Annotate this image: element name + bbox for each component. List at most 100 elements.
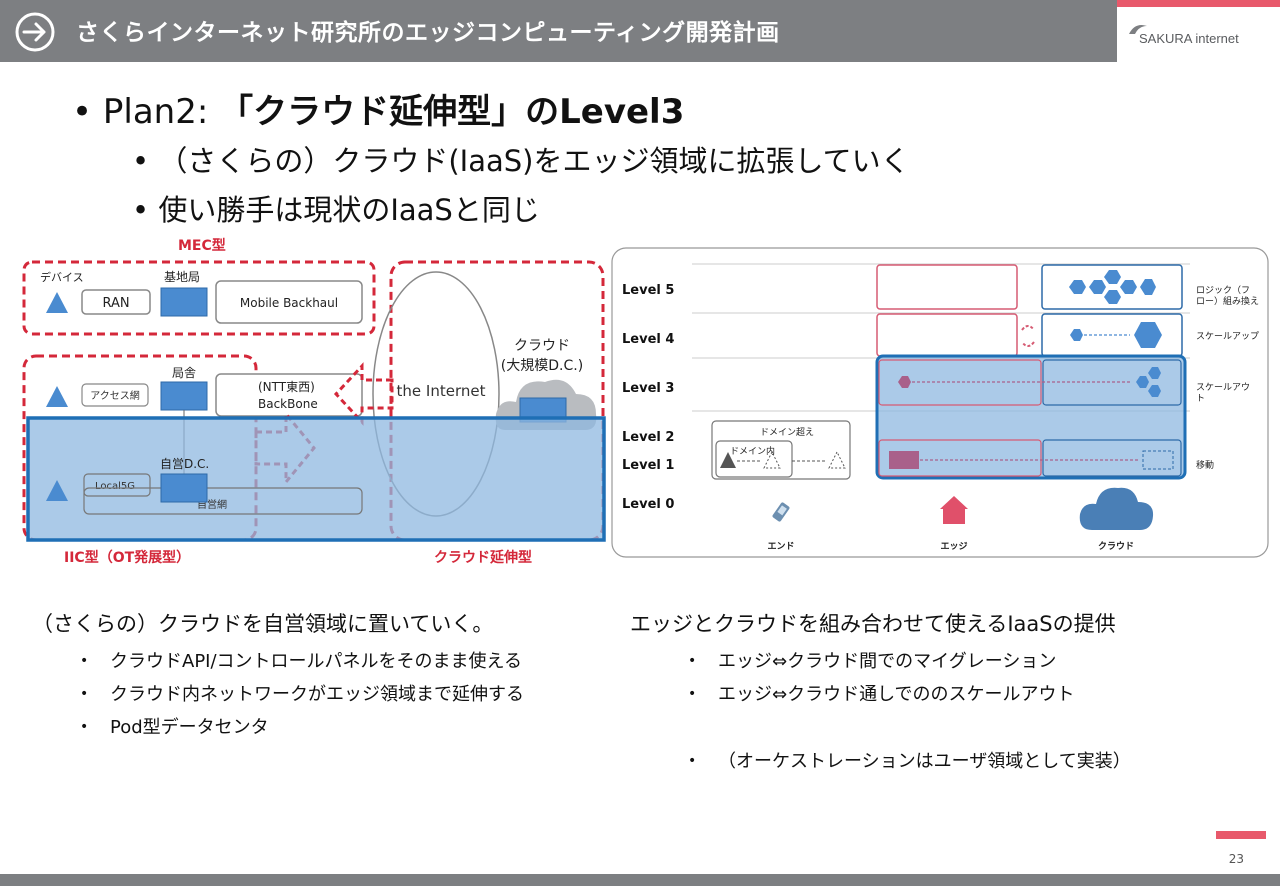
level-4-label: Level 4 bbox=[622, 332, 674, 347]
right-label-scaleout-2: ト bbox=[1196, 394, 1205, 404]
headline-bullet-2: • 使い勝手は現状のIaaSと同じ bbox=[132, 193, 540, 227]
headline-bullet-text: （さくらの）クラウド(IaaS)をエッジ領域に拡張していく bbox=[158, 144, 910, 178]
level5-edge-box bbox=[876, 264, 1018, 310]
access-triangle-icon bbox=[46, 386, 68, 407]
left-text-item-label: Pod型データセンタ bbox=[110, 717, 269, 738]
domain-source-triangle-icon bbox=[720, 452, 736, 468]
headline-prefix: Plan2: bbox=[102, 92, 220, 132]
device-label: デバイス bbox=[40, 270, 84, 284]
left-text-item-label: クラウドAPI/コントロールパネルをそのまま使える bbox=[110, 651, 522, 672]
scaleout-edge-node-icon bbox=[898, 376, 911, 388]
level1-cloud-box bbox=[1042, 439, 1182, 477]
device-triangle-icon bbox=[46, 292, 68, 313]
level5-cloud-box bbox=[1041, 264, 1183, 310]
level1-edge-box bbox=[878, 439, 1042, 477]
scaleup-small-node-icon bbox=[1070, 329, 1083, 341]
mec-label: MEC型 bbox=[178, 237, 226, 254]
migration-source-icon bbox=[889, 451, 919, 469]
bottom-label-edge: エッジ bbox=[940, 541, 967, 552]
base-station-label: 基地局 bbox=[164, 270, 200, 284]
left-text-item: •クラウドAPI/コントロールパネルをそのまま使える bbox=[80, 651, 522, 672]
iic-label: IIC型（OT発展型） bbox=[64, 549, 190, 566]
end-device-icon bbox=[772, 502, 790, 522]
own-dc-icon bbox=[160, 473, 208, 503]
right-label-logic-2: ロー）組み換え bbox=[1196, 295, 1259, 307]
right-text-item: •（オーケストレーションはユーザ領域として実装） bbox=[688, 751, 1131, 772]
level-highlight-overlay bbox=[875, 354, 1187, 480]
cloud-icon bbox=[1079, 487, 1154, 530]
right-label-migration: 移動 bbox=[1196, 459, 1214, 471]
level-0-label: Level 0 bbox=[622, 497, 674, 512]
level4-edge-box bbox=[876, 313, 1018, 357]
right-text-heading: エッジとクラウドを組み合わせて使えるIaaSの提供 bbox=[630, 612, 1116, 636]
level-1-label: Level 1 bbox=[622, 458, 674, 473]
sakura-mark-icon bbox=[1129, 25, 1147, 34]
logic-flow-icon bbox=[1069, 270, 1156, 304]
refresh-arrows-icon bbox=[1021, 325, 1035, 347]
domain-cross-target-icon bbox=[828, 450, 846, 469]
access-net-box bbox=[81, 383, 149, 407]
internet-label: the Internet bbox=[397, 382, 486, 400]
cloud-dc-label: (大規模D.C.) bbox=[501, 358, 583, 374]
headline: • Plan2: 「クラウド延伸型」のLevel3 bbox=[72, 92, 685, 132]
own-dc-label: 自営D.C. bbox=[160, 457, 209, 471]
scaleup-large-node-icon bbox=[1134, 322, 1162, 348]
ran-box bbox=[81, 289, 151, 315]
local-triangle-icon bbox=[46, 480, 68, 501]
ran-label: RAN bbox=[102, 296, 129, 311]
page-title: さくらインターネット研究所のエッジコンピューティング開発計画 bbox=[76, 20, 780, 46]
level-5-label: Level 5 bbox=[622, 283, 674, 298]
edge-house-icon bbox=[940, 496, 968, 524]
bottom-label-end: エンド bbox=[767, 541, 794, 552]
cloud-extension-overlay bbox=[26, 416, 606, 542]
level-2-label: Level 2 bbox=[622, 430, 674, 445]
cloud-label: クラウド bbox=[514, 338, 570, 354]
local5g-box bbox=[83, 473, 151, 497]
right-label-scaleup: スケールアップ bbox=[1196, 331, 1259, 342]
sakura-logo: SAKURA internet bbox=[1117, 0, 1280, 62]
right-level-diagram: Level 5 Level 4 Level 3 Level 2 Level 1 … bbox=[611, 247, 1269, 558]
level-3-label: Level 3 bbox=[622, 381, 674, 396]
own-net-box bbox=[83, 487, 363, 515]
logo-text: SAKURA internet bbox=[1139, 31, 1239, 46]
access-net-label: アクセス網 bbox=[90, 389, 140, 402]
left-text-item: •クラウド内ネットワークがエッジ領域まで延伸する bbox=[80, 684, 524, 705]
level3-edge-box bbox=[878, 359, 1042, 406]
office-icon bbox=[160, 381, 208, 411]
ntt-label: (NTT東西) bbox=[258, 380, 315, 394]
right-text-item-label: （オーケストレーションはユーザ領域として実装） bbox=[718, 751, 1131, 772]
left-text-item: •Pod型データセンタ bbox=[80, 717, 269, 738]
scaleout-cloud-nodes-icon bbox=[1136, 367, 1161, 397]
left-text-heading: （さくらの）クラウドを自営領域に置いていく。 bbox=[32, 612, 494, 636]
dashed-arrow-left-icon bbox=[333, 362, 394, 426]
left-text-item-label: クラウド内ネットワークがエッジ領域まで延伸する bbox=[110, 684, 524, 705]
backbone-label: BackBone bbox=[258, 397, 318, 411]
domain-in-target-icon bbox=[763, 450, 781, 469]
right-text-item-label: エッジ⇔クラウド間でのマイグレーション bbox=[718, 651, 1057, 672]
headline-emphasis: 「クラウド延伸型」のLevel3 bbox=[219, 92, 685, 132]
header-bar: さくらインターネット研究所のエッジコンピューティング開発計画 SAKURA in… bbox=[0, 0, 1280, 62]
backhaul-label: Mobile Backhaul bbox=[240, 296, 338, 310]
page-number-accent bbox=[1216, 831, 1266, 839]
right-text-item: •エッジ⇔クラウド通しでののスケールアウト bbox=[688, 684, 1075, 705]
right-label-scaleout-1: スケールアウ bbox=[1196, 382, 1250, 393]
office-label: 局舎 bbox=[172, 366, 196, 380]
page-number: 23 bbox=[1228, 852, 1244, 866]
logo-accent-bar bbox=[1117, 0, 1280, 7]
base-station-icon bbox=[160, 287, 208, 317]
arrow-circle-icon bbox=[15, 12, 55, 52]
backhaul-box bbox=[215, 280, 363, 324]
cloud-ext-label: クラウド延伸型 bbox=[434, 549, 532, 566]
headline-bullet-text: 使い勝手は現状のIaaSと同じ bbox=[158, 193, 540, 227]
local5g-label: Local5G bbox=[95, 481, 135, 492]
domain-cross-label: ドメイン超え bbox=[760, 426, 814, 438]
headline-bullet-1: • （さくらの）クラウド(IaaS)をエッジ領域に拡張していく bbox=[132, 144, 910, 178]
left-architecture-diagram: MEC型 デバイス RAN 基地局 Mobile Backhaul the In… bbox=[22, 237, 606, 566]
right-label-logic-1: ロジック（フ bbox=[1196, 285, 1250, 296]
bottom-label-cloud: クラウド bbox=[1098, 541, 1134, 552]
right-text-item: •エッジ⇔クラウド間でのマイグレーション bbox=[688, 651, 1057, 672]
migration-target-icon bbox=[1142, 450, 1174, 470]
footer-bar bbox=[0, 874, 1280, 886]
domain-in-label: ドメイン内 bbox=[730, 445, 775, 457]
right-text-item-label: エッジ⇔クラウド通しでののスケールアウト bbox=[718, 684, 1075, 705]
